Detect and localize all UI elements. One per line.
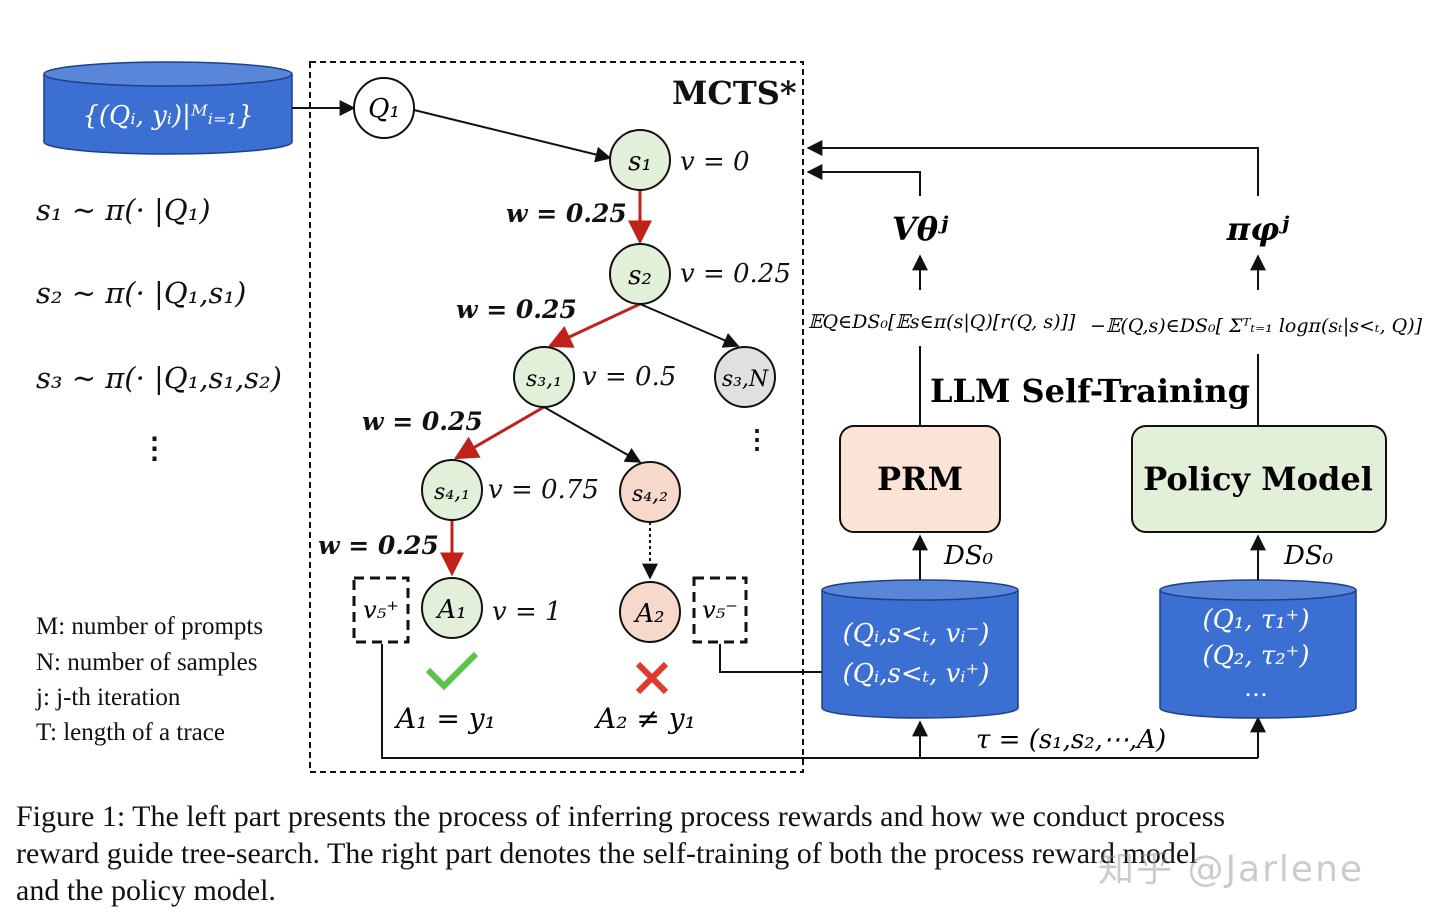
- policy-model-label: Policy Model: [1143, 460, 1373, 498]
- prm-data-line-1: (Qᵢ,s<ₜ, vᵢ⁻): [843, 619, 990, 649]
- caption-line-1: Figure 1: The left part presents the pro…: [16, 800, 1226, 833]
- node-s42-label: s₄,₂: [632, 482, 668, 507]
- node-s2-label: s₂: [628, 261, 652, 291]
- weight-1: w = 0.25: [506, 199, 627, 228]
- legend-item-m: M: number of prompts: [36, 613, 263, 640]
- sampling-line-1: s₁ ∼ π(· |Q₁): [36, 193, 211, 227]
- policy-objective: −𝔼(Q,s)∈DS₀[ Σᵀₜ₌₁ logπ(sₜ|s<ₜ, Q)]: [1090, 315, 1423, 337]
- node-s3n-label: s₃,N: [722, 367, 769, 392]
- v5-plus-box: [352, 576, 410, 644]
- value-s1: v = 0: [680, 147, 750, 177]
- node-s41: s₄,₁: [421, 459, 483, 521]
- edge-s31-s41: [453, 405, 545, 460]
- value-s31: v = 0.5: [582, 362, 676, 392]
- node-s1-label: s₁: [628, 147, 652, 177]
- prm-data-cylinder: (Qᵢ,s<ₜ, vᵢ⁻) (Qᵢ,s<ₜ, vᵢ⁺): [821, 579, 1019, 719]
- a2-not-equals-y1: A₂ ≠ y₁: [593, 702, 696, 735]
- v5-minus-label: v₅⁻: [702, 596, 738, 624]
- node-s2: s₂: [609, 243, 671, 305]
- caption-line-3: and the policy model.: [16, 874, 276, 907]
- value-labels: v = 0 v = 0.25 v = 0.5 v = 0.75 v = 1: [488, 147, 791, 627]
- node-s42: s₄,₂: [619, 461, 681, 523]
- policy-data-line-2: (Q₂, τ₂⁺): [1202, 641, 1309, 671]
- cross-icon: [635, 661, 669, 695]
- legend-item-t: T: length of a trace: [36, 719, 225, 746]
- sampling-line-3: s₃ ∼ π(· |Q₁,s₁,s₂): [36, 361, 282, 395]
- legend-item-n: N: number of samples: [36, 649, 257, 676]
- value-a1: v = 1: [492, 597, 562, 627]
- self-training-title: LLM Self-Training: [930, 372, 1250, 410]
- vtheta-feedback-arrow: [806, 164, 921, 196]
- node-a1: A₁: [421, 577, 483, 639]
- figure-canvas: {(Qᵢ, yᵢ)|ᴹᵢ₌₁} s₁ ∼ π(· |Q₁) s₂ ∼ π(· |…: [35, 61, 1423, 773]
- node-s3n: s₃,N: [714, 346, 776, 408]
- sampling-line-2: s₂ ∼ π(· |Q₁,s₁): [36, 276, 246, 310]
- value-s2: v = 0.25: [680, 259, 791, 289]
- weight-3: w = 0.25: [362, 407, 483, 436]
- check-icon: [425, 651, 479, 691]
- policy-data-line-1: (Q₁, τ₁⁺): [1202, 605, 1309, 635]
- v5-plus-label: v₅⁺: [363, 596, 399, 624]
- mcts-box: [309, 61, 804, 773]
- prm-label: PRM: [877, 460, 963, 498]
- edge-s2-s3n: [639, 303, 740, 348]
- trace-bus-line: [381, 644, 1258, 759]
- node-q1: Q₁: [353, 77, 415, 139]
- weight-4: w = 0.25: [318, 531, 439, 560]
- pi-phi-label: πφʲ: [1226, 210, 1290, 248]
- s3n-dots: ⋮: [744, 425, 770, 455]
- v5-minus-box: [692, 576, 748, 644]
- figure-caption: Figure 1: The left part presents the pro…: [16, 798, 1416, 909]
- node-a2: A₂: [619, 581, 681, 643]
- edge-s31-s42: [543, 406, 642, 463]
- prm-data-line-2: (Qᵢ,s<ₜ, vᵢ⁺): [843, 659, 990, 689]
- weight-2: w = 0.25: [456, 295, 577, 324]
- sampling-dots: ⋮: [140, 431, 169, 465]
- prm-objective: 𝔼Q∈DS₀[𝔼s∈π(s|Q)[r(Q, s)]]: [808, 311, 1076, 333]
- piphi-feedback-arrow: [806, 140, 1259, 196]
- legend-item-j: j: j-th iteration: [35, 684, 181, 711]
- policy-data-cylinder: (Q₁, τ₁⁺) (Q₂, τ₂⁺) …: [1159, 579, 1357, 719]
- edge-s2-s31: [547, 302, 641, 348]
- watermark: 知乎 @Jarlene: [1098, 849, 1365, 890]
- sampling-equations: s₁ ∼ π(· |Q₁) s₂ ∼ π(· |Q₁,s₁) s₃ ∼ π(· …: [36, 193, 282, 465]
- weight-labels: w = 0.25 w = 0.25 w = 0.25 w = 0.25: [318, 199, 627, 560]
- node-s31: s₃,₁: [513, 346, 575, 408]
- value-s41: v = 0.75: [488, 475, 599, 505]
- node-a1-label: A₁: [435, 595, 466, 625]
- node-a2-label: A₂: [633, 599, 664, 629]
- policy-data-line-3: …: [1244, 674, 1268, 702]
- dataset-cylinder: {(Qᵢ, yᵢ)|ᴹᵢ₌₁}: [43, 61, 293, 155]
- node-q1-label: Q₁: [368, 94, 400, 124]
- edge-q1-s1: [413, 109, 612, 163]
- v5-minus-to-prm-data-line: [719, 644, 822, 673]
- caption-line-2: reward guide tree-search. The right part…: [16, 837, 1198, 870]
- prm-ds0-label: DS₀: [943, 541, 994, 571]
- policy-ds0-label: DS₀: [1283, 541, 1334, 571]
- dataset-label: {(Qᵢ, yᵢ)|ᴹᵢ₌₁}: [82, 101, 253, 131]
- tau-label: τ = (s₁,s₂,⋯,A): [976, 725, 1166, 755]
- node-s31-label: s₃,₁: [526, 367, 562, 392]
- a1-equals-y1: A₁ = y₁: [393, 702, 496, 735]
- node-s41-label: s₄,₁: [434, 480, 470, 505]
- v-theta-label: Vθʲ: [892, 210, 949, 248]
- legend: M: number of prompts N: number of sample…: [35, 613, 263, 746]
- mcts-title: MCTS*: [672, 74, 797, 112]
- node-s1: s₁: [609, 129, 671, 191]
